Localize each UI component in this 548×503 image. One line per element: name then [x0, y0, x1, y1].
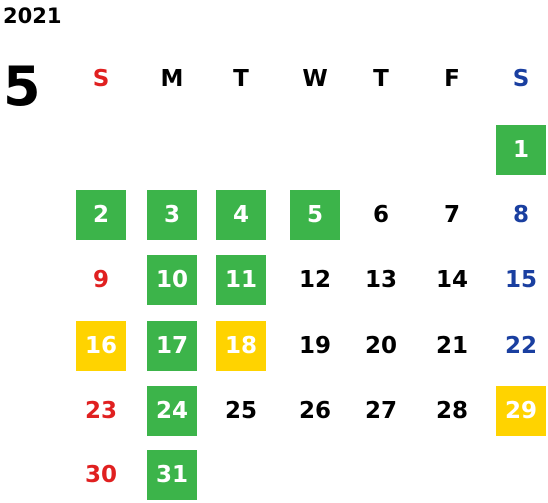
day-cell-3: 3 [147, 190, 197, 240]
day-cell-9: 9 [92, 267, 109, 293]
weekday-sat: S [512, 66, 530, 92]
day-cell-2: 2 [76, 190, 126, 240]
day-cell-29: 29 [496, 386, 546, 436]
day-cell-8: 8 [512, 202, 529, 228]
day-cell-26: 26 [298, 398, 331, 424]
day-cell-22: 22 [504, 333, 537, 359]
day-cell-4: 4 [216, 190, 266, 240]
day-cell-20: 20 [364, 333, 397, 359]
month-number: 5 [3, 55, 41, 118]
day-cell-15: 15 [504, 267, 537, 293]
day-cell-11: 11 [216, 255, 266, 305]
day-cell-19: 19 [298, 333, 331, 359]
day-cell-30: 30 [84, 462, 117, 488]
day-cell-16: 16 [76, 321, 126, 371]
day-cell-10: 10 [147, 255, 197, 305]
weekday-mon: M [160, 66, 184, 92]
day-cell-21: 21 [435, 333, 468, 359]
day-cell-23: 23 [84, 398, 117, 424]
day-cell-6: 6 [372, 202, 389, 228]
weekday-sun: S [92, 66, 110, 92]
day-cell-28: 28 [435, 398, 468, 424]
day-cell-14: 14 [435, 267, 468, 293]
day-cell-25: 25 [224, 398, 257, 424]
day-cell-31: 31 [147, 450, 197, 500]
day-cell-24: 24 [147, 386, 197, 436]
weekday-fri: F [444, 66, 460, 92]
day-cell-27: 27 [364, 398, 397, 424]
day-cell-17: 17 [147, 321, 197, 371]
day-cell-7: 7 [443, 202, 460, 228]
year-label: 2021 [3, 4, 62, 28]
day-cell-5: 5 [290, 190, 340, 240]
day-cell-12: 12 [298, 267, 331, 293]
day-cell-1: 1 [496, 125, 546, 175]
day-cell-13: 13 [364, 267, 397, 293]
weekday-wed: W [302, 66, 328, 92]
weekday-thu: T [373, 66, 389, 92]
weekday-tue: T [233, 66, 249, 92]
day-cell-18: 18 [216, 321, 266, 371]
